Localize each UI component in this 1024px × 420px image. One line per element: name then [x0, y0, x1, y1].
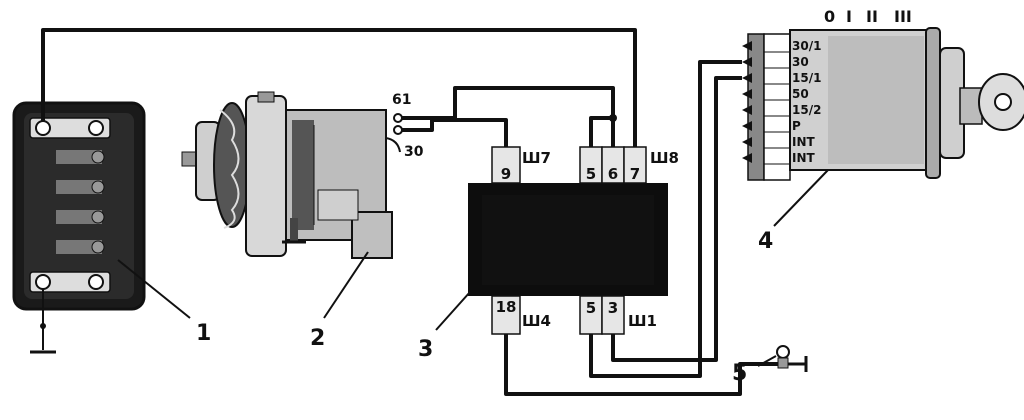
switch-terminal-label: INT — [792, 151, 816, 165]
connector-label-sh4: Ш4 — [522, 312, 551, 330]
connector-sh8: 5 6 7 — [579, 146, 647, 184]
pin-label: 5 — [586, 165, 596, 183]
callout-line — [757, 355, 777, 367]
callout-label-5: 5 — [732, 361, 747, 386]
callout-line — [117, 259, 191, 319]
callout-line — [323, 251, 369, 319]
connector-label-sh8: Ш8 — [650, 149, 679, 167]
alternator — [181, 91, 403, 259]
switch-position-label: II — [866, 7, 878, 26]
callout-line — [773, 169, 829, 227]
callout-label-1: 1 — [196, 321, 211, 346]
callout-label-3: 3 — [418, 337, 433, 362]
control-unit — [468, 183, 668, 296]
switch-contact-arrows — [742, 41, 752, 163]
switch-terminal-label: 50 — [792, 87, 809, 101]
ignition-switch — [747, 27, 1024, 181]
switch-position-label: III — [894, 7, 912, 26]
callout-line — [435, 291, 471, 331]
pin-label: 7 — [630, 165, 640, 183]
pin-label: 3 — [608, 299, 618, 317]
switch-terminal-label: INT — [792, 135, 816, 149]
connector-sh4: 18 — [491, 295, 521, 335]
callout-label-4: 4 — [758, 229, 773, 254]
connector-sh7: 9 — [491, 146, 521, 184]
switch-terminal-label: 30 — [792, 55, 809, 69]
connector-label-sh1: Ш1 — [628, 312, 657, 330]
switch-position-label: 0 — [824, 7, 835, 26]
switch-terminal-label: 30/1 — [792, 39, 821, 53]
pin-label: 6 — [608, 165, 618, 183]
battery — [12, 101, 146, 354]
warning-lamp — [776, 345, 808, 372]
pin-label: 5 — [586, 299, 596, 317]
pin-label: 18 — [496, 298, 517, 316]
switch-terminal-label: 15/1 — [792, 71, 821, 85]
terminal-label-30: 30 — [404, 144, 424, 160]
pin-label: 9 — [501, 165, 511, 183]
switch-position-label: I — [846, 7, 852, 26]
terminal-label-61: 61 — [392, 92, 411, 108]
wires — [41, 28, 778, 396]
switch-terminal-label: 15/2 — [792, 103, 821, 117]
callout-label-2: 2 — [310, 326, 325, 351]
connector-label-sh7: Ш7 — [522, 149, 551, 167]
switch-terminal-label: P — [792, 119, 801, 133]
connector-sh1: 5 3 — [579, 295, 625, 335]
